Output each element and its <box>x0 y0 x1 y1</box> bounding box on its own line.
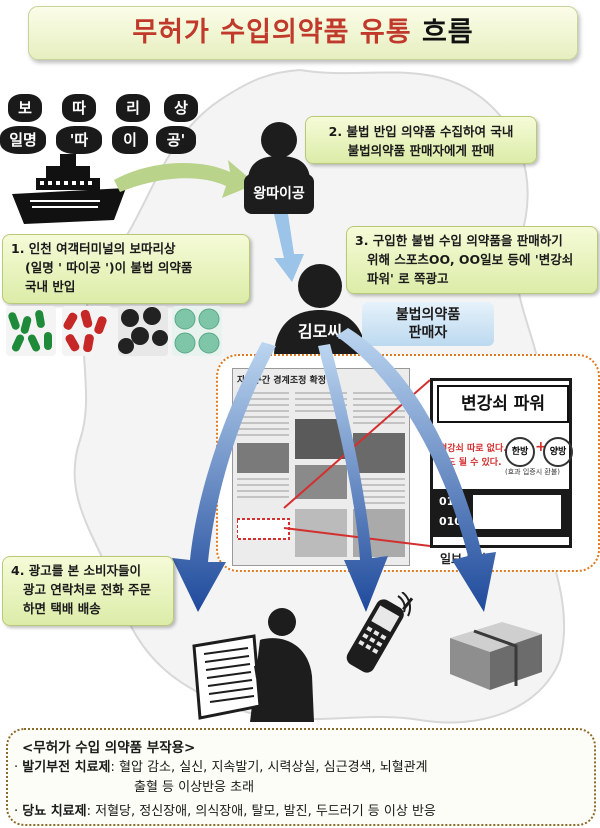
ad-plus: + <box>535 439 547 455</box>
newspaper-headline: 자치구간 경계조정 확정 <box>237 376 327 386</box>
ad-line2: 나도 될 수 있다. <box>439 458 502 468</box>
pill-red-group <box>62 306 112 356</box>
pill-icon <box>63 309 107 353</box>
smuggler-tags-top: 보 따 리 상 <box>8 94 198 122</box>
wang-figure: 왕따이공 <box>244 118 314 218</box>
step-1-line1: 1. 인천 여객터미널의 보따리상 <box>11 241 176 256</box>
newspaper-ad-region: 자치구간 경계조정 확정 변강쇠 파워 변강쇠 따로 없다. 나도 될 수 있다… <box>216 354 600 572</box>
seller-line1: 불법의약품 <box>395 307 461 323</box>
page-title: 무허가 수입의약품 유통 흐름 <box>28 6 578 60</box>
smuggler-tags-bottom: 일명 '따 이 공' <box>0 126 200 154</box>
wang-label: 왕따이공 <box>244 174 314 214</box>
ad-circle-hanbang: 한방 <box>505 437 535 467</box>
step-4-box: 4. 광고를 본 소비자들이 광고 연락처로 전화 주문 하면 택배 배송 <box>2 556 174 626</box>
newspaper-reader-icon <box>192 608 314 722</box>
side-effect-item-2: · 당뇨 치료제: 저혈당, 정신장애, 의식장애, 탈모, 발진, 두드러기 … <box>14 800 590 819</box>
step-1-box: 1. 인천 여객터미널의 보따리상 (일명 ' 따이공 ')이 불법 의약품 국… <box>2 234 250 304</box>
tag-i: 이 <box>112 126 148 154</box>
tag-gong: 공' <box>156 126 196 154</box>
newspaper-page: 자치구간 경계조정 확정 <box>232 368 410 566</box>
tag-ri: 리 <box>116 94 150 122</box>
pill-icon <box>118 307 168 354</box>
step-2-line1: 2. 불법 반입 의약품 수집하여 국내 <box>328 124 514 139</box>
tag-tta: 따 <box>62 94 96 122</box>
side-effect-item-1: · 발기부전 치료제: 혈압 감소, 실신, 지속발기, 시력상실, 심근경색,… <box>14 756 590 775</box>
pill-icon <box>8 310 52 352</box>
step-4-line2: 광고 연락처로 전화 주문 <box>23 582 152 597</box>
step-1-line2: (일명 ' 따이공 ')이 불법 의약품 <box>25 260 193 275</box>
step-2-box: 2. 불법 반입 의약품 수집하여 국내 불법의약품 판매자에게 판매 <box>305 116 537 164</box>
parcel-box-icon <box>450 622 542 690</box>
item2-text: : 저혈당, 정신장애, 의식장애, 탈모, 발진, 두드러기 등 이상 반응 <box>86 804 436 819</box>
pill-icon <box>174 308 220 354</box>
step-3-box: 3. 구입한 불법 수입 의약품을 판매하기 위해 스포츠OO, OO일보 등에… <box>346 226 598 294</box>
pill-green-group <box>6 306 56 356</box>
bullet: · <box>14 760 23 775</box>
pill-black-group <box>118 306 168 356</box>
tag-sang: 상 <box>164 94 198 122</box>
person-silhouette-icon <box>274 264 366 354</box>
arrow-wang-to-kim <box>274 214 304 282</box>
ad-title: 변강쇠 파워 <box>437 385 569 423</box>
step-4-line3: 하면 택배 배송 <box>23 601 101 616</box>
side-effects-heading: <무허가 수입 의약품 부작용> <box>22 740 196 756</box>
ship-icon <box>12 154 126 224</box>
bullet: · <box>14 804 23 819</box>
ad-phone-blank <box>473 495 561 529</box>
kim-figure: 김모씨 <box>272 262 368 354</box>
step-3-line2: 위해 스포츠OO, OO일보 등에 '변강쇠 <box>367 252 574 267</box>
tag-ttai: '따 <box>56 126 102 154</box>
seller-label-box: 불법의약품 판매자 <box>362 302 494 346</box>
step-3-line3: 파워' 로 쪽광고 <box>367 271 449 286</box>
step-1-line3: 국내 반입 <box>25 279 76 294</box>
ad-note: (효과 입증시 환불) <box>505 468 560 476</box>
arrow-ship-to-wang <box>114 160 256 198</box>
side-effect-item-1-cont: 출혈 등 이상반응 초래 <box>134 780 255 795</box>
pill-mint-group <box>172 306 222 356</box>
step-3-line1: 3. 구입한 불법 수입 의약품을 판매하기 <box>355 233 563 248</box>
seller-line2: 판매자 <box>408 325 448 341</box>
kim-label: 김모씨 <box>297 322 343 341</box>
pills-row <box>6 306 222 358</box>
person-silhouette-icon <box>248 122 310 178</box>
side-effects-box: <무허가 수입 의약품 부작용> · 발기부전 치료제: 혈압 감소, 실신, … <box>6 728 596 826</box>
mobile-phone-icon <box>346 592 414 673</box>
step-4-line1: 4. 광고를 본 소비자들이 <box>11 563 142 578</box>
item1-text: : 혈압 감소, 실신, 지속발기, 시력상실, 심근경색, 뇌혈관계 <box>110 760 428 775</box>
item1-label: 발기부전 치료제 <box>22 760 111 775</box>
ad-circle-yangbang: 양방 <box>543 437 573 467</box>
tag-ilmyeong: 일명 <box>0 126 46 154</box>
ad-phone2: 010 <box>439 515 462 528</box>
tag-bo: 보 <box>8 94 42 122</box>
step-2-line2: 불법의약품 판매자에게 판매 <box>347 143 495 158</box>
item2-label: 당뇨 치료제 <box>22 804 87 819</box>
ad-line1: 변강쇠 따로 없다. <box>439 444 507 454</box>
